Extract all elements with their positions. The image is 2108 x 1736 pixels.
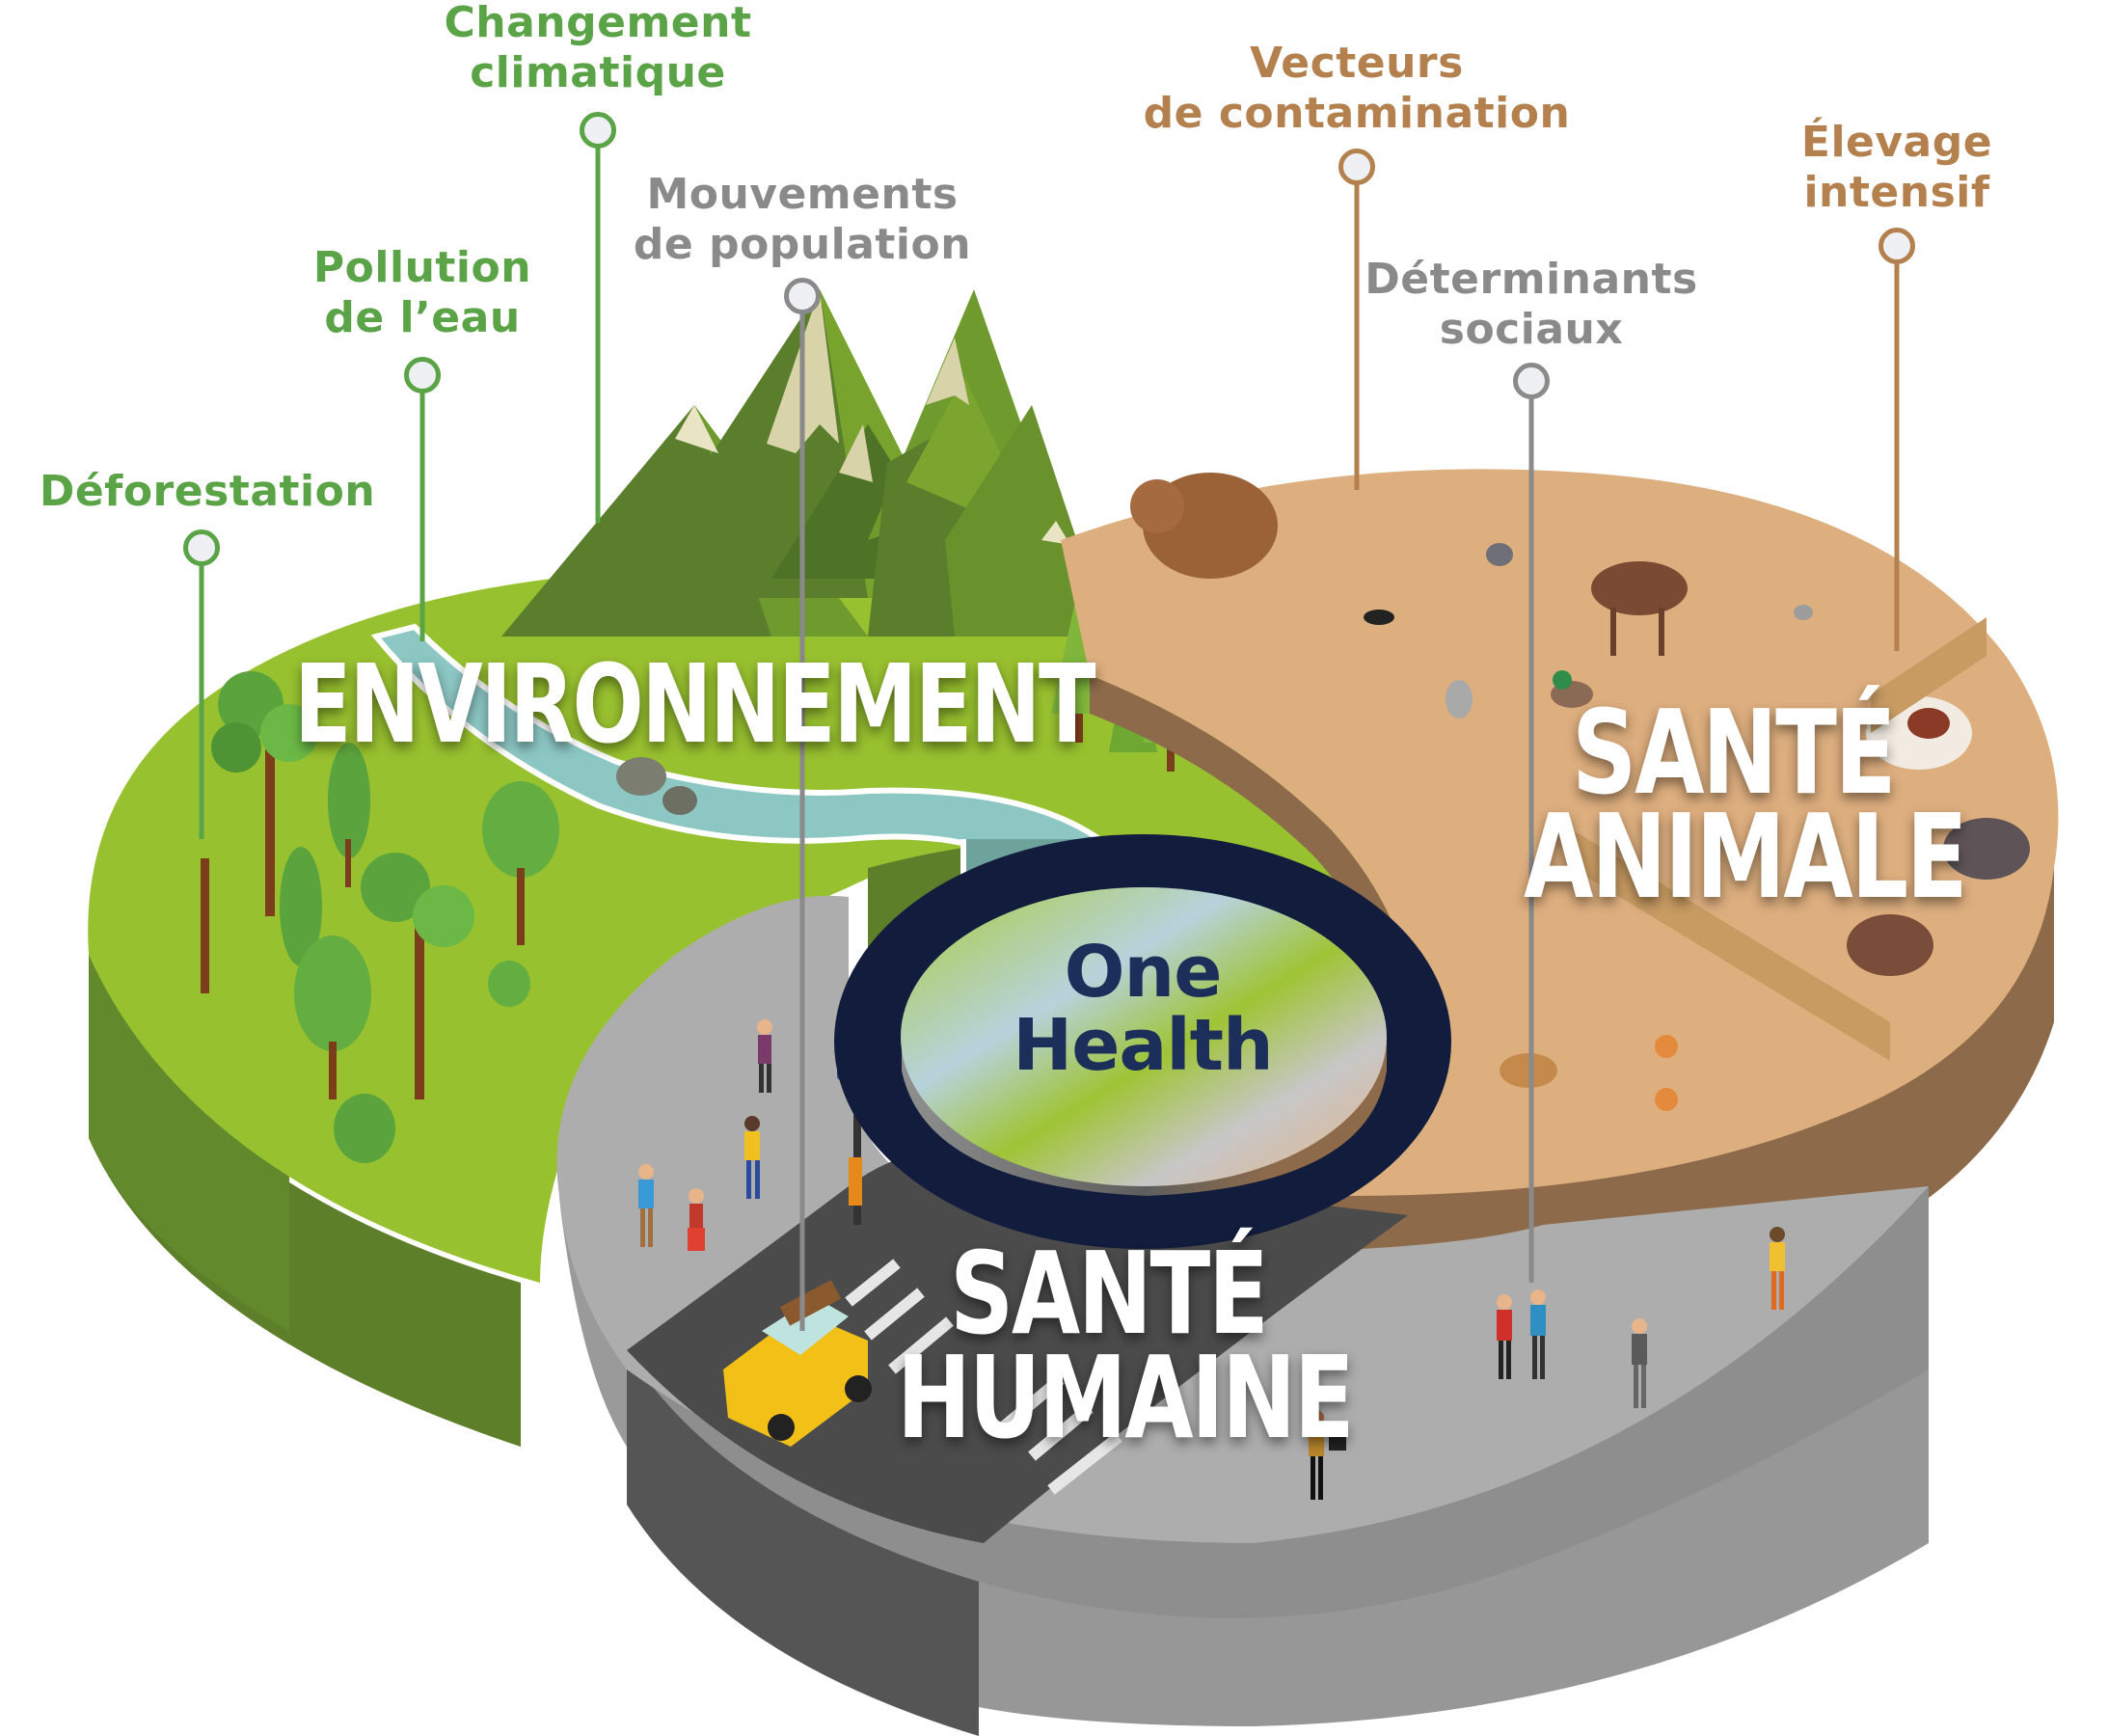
- pin-elevage-intensif: [1878, 228, 1915, 264]
- one-health-disc-top: [901, 887, 1387, 1186]
- factor-line2: de l’eau: [324, 293, 521, 342]
- fence: [1572, 829, 1890, 1061]
- taxi-car: [723, 1280, 872, 1447]
- one-health-title: One Health: [1013, 931, 1273, 1087]
- domain-title-animal-line1: SANTÉ: [1572, 687, 1897, 821]
- rabbit: [1486, 543, 1513, 566]
- factor-label-determinants-sociaux: Déterminants sociaux: [1365, 255, 1697, 355]
- factor-line1: Déforestation: [39, 467, 376, 516]
- human-disc: [556, 895, 1929, 1736]
- environment-disc-side: [89, 964, 521, 1447]
- pin-mouvements-population: [784, 278, 821, 314]
- pin-deforestation: [183, 529, 220, 566]
- factor-label-elevage-intensif: Élevage intensif: [1801, 118, 1992, 218]
- pin-determinants-sociaux: [1513, 363, 1550, 399]
- chicken: [1655, 1035, 1678, 1058]
- factor-line1: Changement: [444, 0, 752, 47]
- one-health-disc: [834, 834, 1451, 1249]
- factor-label-changement-climatique: Changement climatique: [444, 0, 751, 98]
- factor-line2: sociaux: [1439, 305, 1624, 354]
- factor-label-vecteurs-contamination: Vecteurs de contamination: [1144, 39, 1571, 139]
- mountains: [501, 289, 1109, 637]
- factor-line1: Pollution: [312, 243, 532, 292]
- rabbit-small: [1794, 605, 1813, 620]
- pedestrians: [638, 1019, 1785, 1500]
- animals: [1130, 473, 2030, 1195]
- domain-title-human-line2: HUMAINE: [897, 1331, 1355, 1464]
- domain-title-human-line1: SANTÉ: [950, 1227, 1269, 1360]
- chicken-2: [1655, 1088, 1678, 1111]
- factor-label-deforestation: Déforestation: [40, 467, 375, 517]
- factor-line1: Mouvements: [646, 170, 959, 219]
- pin-vecteurs-contamination: [1338, 149, 1375, 185]
- blackbird: [1364, 610, 1394, 625]
- factor-line1: Élevage: [1800, 118, 1993, 167]
- horse: [1847, 914, 1933, 976]
- crosswalk: [845, 1259, 1122, 1495]
- pin-changement-climatique: [580, 112, 616, 149]
- dog: [1500, 1053, 1557, 1088]
- domain-title-environment: ENVIRONNEMENT: [294, 642, 1096, 768]
- factor-line1: Vecteurs: [1250, 39, 1464, 88]
- pin-pollution-eau: [404, 357, 441, 393]
- road: [627, 1152, 1408, 1543]
- owl: [1446, 680, 1473, 719]
- domain-title-animal-line2: ANIMALE: [1524, 791, 1968, 925]
- one-health-title-line2: Health: [1013, 1004, 1273, 1087]
- factor-line2: intensif: [1803, 168, 1990, 217]
- factor-line2: climatique: [470, 48, 726, 97]
- animal-disc-top: [1061, 469, 2059, 1196]
- pin-lines: [199, 148, 1900, 1331]
- donkey: [1943, 818, 2030, 880]
- one-health-title-line1: One: [1064, 931, 1223, 1014]
- factor-line1: Déterminants: [1365, 255, 1698, 304]
- factor-label-mouvements-population: Mouvements de population: [634, 170, 971, 270]
- factor-label-pollution-eau: Pollution de l’eau: [313, 243, 531, 343]
- deer: [1591, 561, 1688, 615]
- factor-line2: de contamination: [1143, 89, 1571, 138]
- factor-line2: de population: [633, 220, 972, 269]
